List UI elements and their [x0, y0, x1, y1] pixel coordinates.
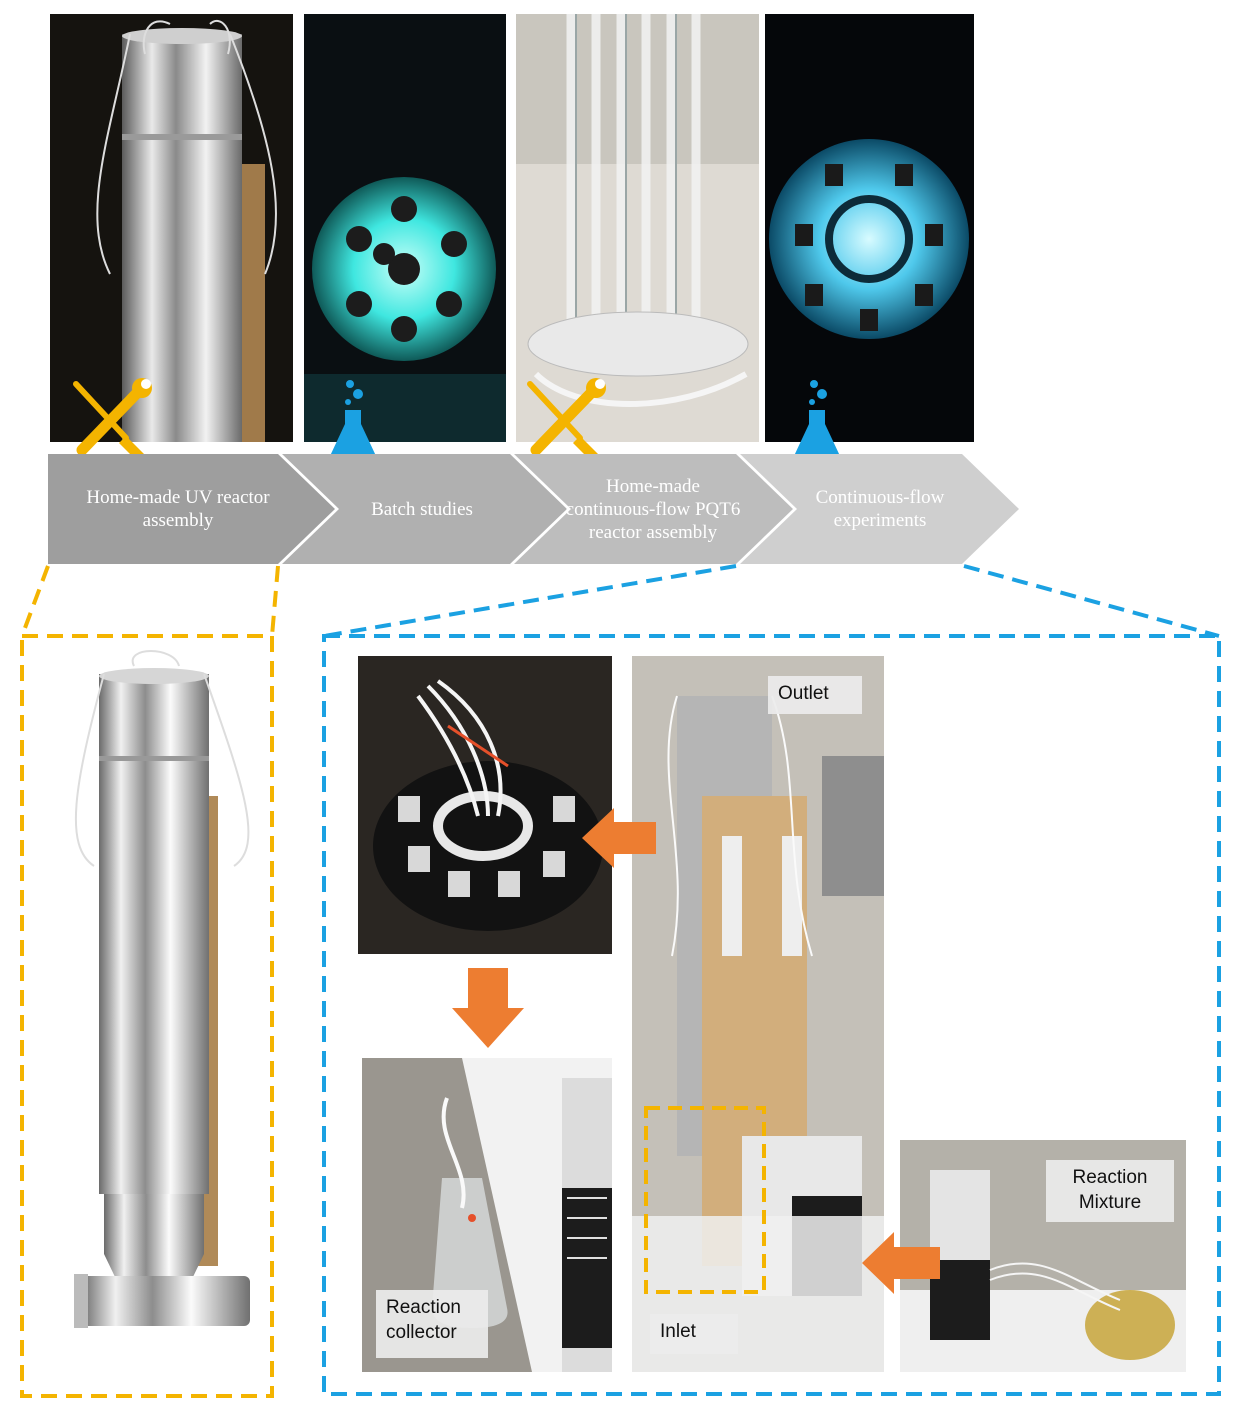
process-step-2-label: Batch studies [371, 498, 473, 520]
flask-icon [328, 378, 378, 464]
label-reaction-collector: Reaction collector [376, 1290, 488, 1358]
process-step-3-label: Home-made continuous-flow PQT6 reactor a… [565, 475, 741, 543]
process-step-3-shape [514, 454, 793, 564]
flow-arrow-down [452, 968, 524, 1048]
photo-uv-reactor [50, 14, 293, 442]
flask-icon [792, 378, 842, 464]
wrench-screwdriver-icon [66, 378, 156, 464]
photo-flow-reactor-glow [765, 14, 974, 442]
photo-flow-reactor-tubes [516, 14, 759, 442]
process-step-1-label: Home-made UV reactor assembly [86, 487, 270, 531]
process-step-4-shape [740, 454, 1019, 564]
process-step-2-shape [282, 454, 567, 564]
process-arrows [48, 454, 1019, 564]
label-outlet: Outlet [768, 676, 862, 714]
flow-arrow-left-top [582, 808, 656, 868]
photo-assembled-reactor [64, 646, 264, 1386]
label-reaction-mixture: Reaction Mixture [1046, 1160, 1174, 1222]
photo-reactor-top-closeup [358, 656, 612, 954]
process-step-4-label: Continuous-flow experiments [815, 487, 945, 531]
photo-batch-reactor [304, 14, 506, 442]
photo-full-setup [632, 656, 884, 1372]
process-step-1-shape [48, 454, 335, 564]
flow-arrow-left-bottom [862, 1232, 940, 1294]
label-inlet: Inlet [650, 1314, 738, 1354]
